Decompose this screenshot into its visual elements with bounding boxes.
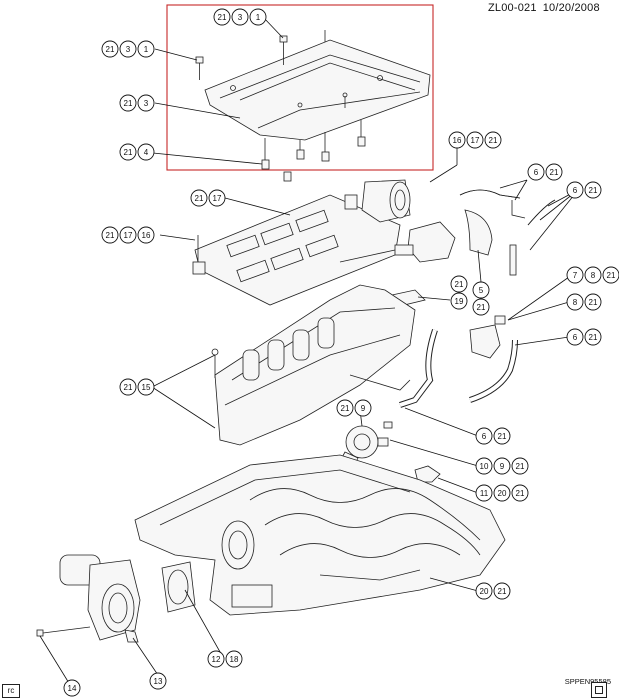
callout-label: 21 — [516, 462, 525, 471]
callout-label: 5 — [479, 286, 484, 295]
callout-group-22: 20 21 — [475, 582, 511, 600]
hose-assembly-middle — [399, 315, 518, 408]
callout-group-24: 13 — [149, 672, 167, 690]
callout-label: 1 — [144, 45, 149, 54]
callout-label: 10 — [480, 462, 489, 471]
callout-label: 21 — [124, 99, 133, 108]
hose-assembly-upper-right — [459, 189, 556, 276]
callout-label: 6 — [482, 432, 487, 441]
callout-label: 21 — [455, 280, 464, 289]
idle-air-control-valve — [339, 221, 456, 263]
callout-label: 11 — [480, 489, 489, 498]
callout-label: 21 — [589, 333, 598, 342]
callout-group-4: 21 4 — [119, 143, 155, 161]
callout-label: 21 — [589, 298, 598, 307]
callout-group-8: 6 21 — [527, 163, 563, 181]
callout-label: 17 — [213, 194, 222, 203]
callout-group-16: 6 21 — [566, 328, 602, 346]
callout-label: 21 — [498, 587, 507, 596]
callout-label: 9 — [500, 462, 505, 471]
callout-label: 21 — [489, 136, 498, 145]
callout-label: 9 — [361, 404, 366, 413]
callout-label: 21 — [124, 383, 133, 392]
callout-label: 21 — [106, 45, 115, 54]
diagram-code: ZL00-021 — [488, 2, 537, 14]
lower-intake-manifold — [134, 454, 506, 616]
throttle-body-gasket — [161, 561, 196, 613]
callout-label: 8 — [573, 298, 578, 307]
callout-label: 21 — [607, 271, 616, 280]
callout-label: 19 — [455, 297, 464, 306]
callout-label: 18 — [230, 655, 239, 664]
callout-label: 21 — [341, 404, 350, 413]
callout-label: 6 — [573, 186, 578, 195]
callout-group-3: 21 3 — [119, 94, 155, 112]
callout-label: 21 — [218, 13, 227, 22]
corner-label: rc — [2, 684, 20, 698]
callout-label: 21 — [195, 194, 204, 203]
callout-group-9: 6 21 — [566, 181, 602, 199]
callout-label: 3 — [144, 99, 149, 108]
bolt-part-14 — [36, 626, 91, 637]
callout-label: 21 — [124, 148, 133, 157]
callout-label: 6 — [534, 168, 539, 177]
callout-group-20: 10 9 21 — [475, 457, 529, 475]
callout-label: 21 — [106, 231, 115, 240]
callout-label: 16 — [142, 231, 151, 240]
callout-label: 17 — [471, 136, 480, 145]
reference-code: SPPEN95585 — [564, 677, 611, 686]
callout-label: 4 — [144, 148, 149, 157]
logo-icon — [591, 682, 607, 698]
callout-group-19: 6 21 — [475, 427, 511, 445]
diagram-header: ZL00-021 10/20/2008 — [488, 2, 606, 14]
upper-cover-plate — [204, 30, 431, 141]
callout-label: 21 — [477, 303, 486, 312]
callout-label: 1 — [256, 13, 261, 22]
callout-group-11: 21 — [450, 275, 468, 293]
callout-label: 17 — [124, 231, 133, 240]
callout-label: 20 — [480, 587, 489, 596]
callout-label: 3 — [238, 13, 243, 22]
callout-label: 21 — [498, 432, 507, 441]
callout-group-25: 14 — [63, 679, 81, 697]
diagram-date: 10/20/2008 — [542, 2, 600, 14]
callout-group-12: 19 — [450, 292, 468, 310]
callout-group-1: 21 3 1 — [213, 8, 267, 26]
callout-group-5: 16 17 21 — [448, 131, 502, 149]
callout-group-14: 7 8 21 — [566, 266, 619, 284]
callout-label: 13 — [154, 677, 163, 686]
cover-highlight-box — [166, 4, 434, 171]
callout-label: 7 — [573, 271, 578, 280]
callout-label: 6 — [573, 333, 578, 342]
upper-intake-manifold — [211, 284, 416, 446]
callout-group-21: 11 20 21 — [475, 484, 529, 502]
callout-label: 21 — [589, 186, 598, 195]
callout-label: 20 — [498, 489, 507, 498]
callout-label: 21 — [550, 168, 559, 177]
callout-label: 14 — [68, 684, 77, 693]
callout-label: 15 — [142, 383, 151, 392]
callout-group-6: 21 17 — [190, 189, 226, 207]
leader-lines — [39, 16, 579, 689]
callout-label: 16 — [453, 136, 462, 145]
callout-label: 8 — [591, 271, 596, 280]
callout-label: 12 — [212, 655, 221, 664]
callout-group-13: 21 — [472, 298, 490, 316]
callout-group-10: 5 — [472, 281, 490, 299]
throttle-body-upper — [344, 179, 411, 223]
callout-label: 3 — [126, 45, 131, 54]
cover-bolts — [195, 35, 366, 182]
callout-group-23: 12 18 — [207, 650, 243, 668]
callout-group-15: 8 21 — [566, 293, 602, 311]
callout-group-2: 21 3 1 — [101, 40, 155, 58]
callout-group-17: 21 15 — [119, 378, 155, 396]
callout-label: 21 — [516, 489, 525, 498]
callout-group-7: 21 17 16 — [101, 226, 155, 244]
callout-group-18: 21 9 — [336, 399, 372, 417]
throttle-body-lower — [59, 554, 141, 643]
